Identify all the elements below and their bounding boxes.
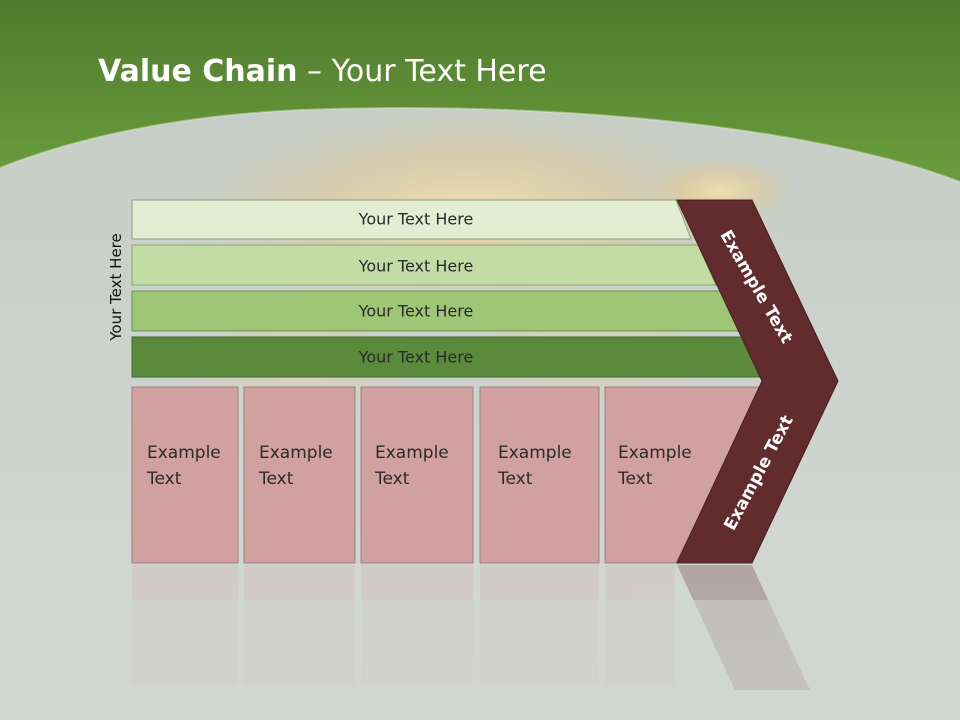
column-2-line1: Example xyxy=(259,443,333,463)
title-bold: Value Chain xyxy=(98,54,298,89)
bar-4-label: Your Text Here xyxy=(358,347,474,367)
column-1-line1: Example xyxy=(147,443,221,463)
bar-1 xyxy=(131,199,692,240)
column-5-label: Example Text xyxy=(618,440,692,492)
slide-title: Value Chain – Your Text Here xyxy=(98,54,547,89)
column-4-line2: Text xyxy=(498,469,533,489)
title-rest: – Your Text Here xyxy=(297,54,547,89)
column-5 xyxy=(604,386,763,564)
bar-1-label: Your Text Here xyxy=(358,209,474,229)
column-4-line1: Example xyxy=(498,443,572,463)
column-3 xyxy=(360,386,474,564)
column-3-line2: Text xyxy=(375,469,410,489)
column-3-label: Example Text xyxy=(375,440,449,492)
chevron-arrow xyxy=(676,199,839,564)
column-2-line2: Text xyxy=(259,469,294,489)
bar-3-label: Your Text Here xyxy=(358,301,474,321)
column-3-line1: Example xyxy=(375,443,449,463)
column-1-line2: Text xyxy=(147,469,182,489)
column-5-line2: Text xyxy=(618,469,653,489)
column-5-line1: Example xyxy=(618,443,692,463)
column-4 xyxy=(479,386,600,564)
bar-2-label: Your Text Here xyxy=(358,256,474,276)
bar-2 xyxy=(131,244,717,286)
column-2 xyxy=(243,386,356,564)
column-2-label: Example Text xyxy=(259,440,333,492)
column-4-label: Example Text xyxy=(498,440,572,492)
column-1-label: Example Text xyxy=(147,440,221,492)
column-1 xyxy=(131,386,239,564)
